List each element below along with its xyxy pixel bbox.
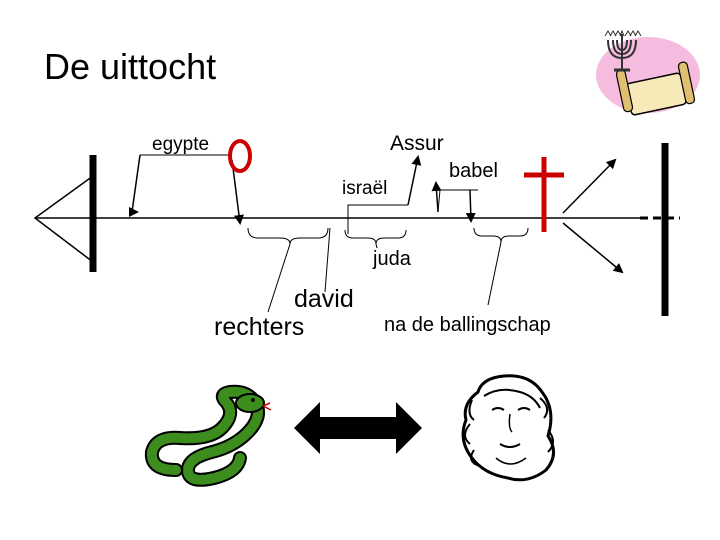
brace-israel	[344, 229, 407, 245]
right-chevron-lower	[562, 222, 624, 274]
left-triangle	[33, 175, 94, 263]
ballingschap-line	[487, 241, 502, 306]
woman-face-icon	[461, 374, 555, 482]
babel-arrow-down	[465, 189, 476, 223]
label-juda: juda	[373, 248, 411, 270]
menorah-scroll-icon	[596, 29, 700, 116]
label-assur: Assur	[390, 132, 444, 155]
egypte-arrow-down	[231, 159, 244, 225]
snake-icon	[144, 384, 272, 487]
brace-ballingschap	[473, 227, 529, 243]
babel-bracket	[437, 189, 478, 213]
egypte-circle	[228, 139, 252, 173]
label-babel: babel	[449, 160, 498, 182]
slide-title: De uittocht	[44, 46, 217, 87]
right-chevron-upper	[562, 158, 617, 214]
juda-line	[375, 243, 378, 249]
assur-arrow	[407, 155, 422, 206]
david-line	[324, 227, 331, 293]
egypte-arrow-left	[129, 154, 141, 217]
brace-rechters	[247, 227, 329, 245]
label-na-de-ballingschap: na de ballingschap	[384, 314, 551, 336]
rechters-line	[267, 243, 291, 313]
label-israel: israël	[342, 178, 388, 199]
label-david: david	[294, 285, 354, 313]
label-rechters: rechters	[214, 313, 305, 341]
double-arrow-icon	[294, 402, 422, 454]
babel-arrow-up	[431, 181, 442, 213]
israel-bracket	[347, 204, 408, 234]
label-egypte: egypte	[152, 134, 210, 155]
